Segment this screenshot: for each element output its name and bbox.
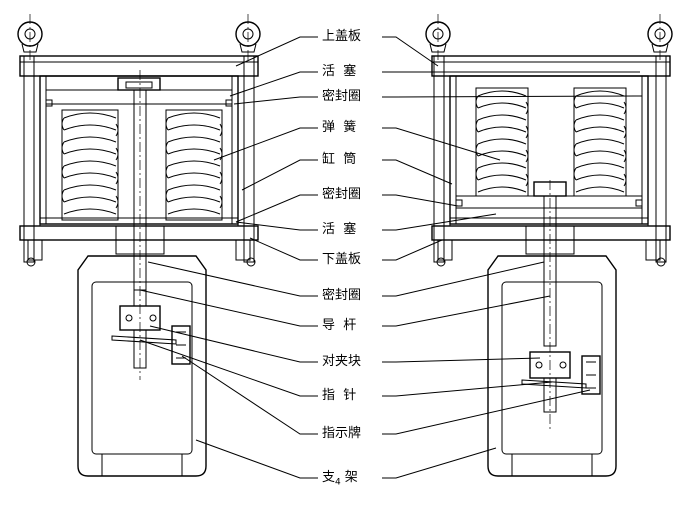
right-indicator-plate: [581, 355, 601, 395]
left-tie-rod-r: [243, 55, 255, 263]
left-piston: [45, 89, 233, 105]
label-seal-ring-1: 密封圈: [322, 89, 362, 104]
right-spring-2: [573, 87, 627, 197]
left-bracket: [77, 255, 207, 477]
label-bracket-head: 支: [322, 470, 336, 485]
right-lifting-eye-2: [647, 14, 673, 62]
label-upper-cover: 上盖板: [322, 29, 362, 44]
label-bracket-sub: 4: [335, 477, 341, 488]
left-lower-cover: [19, 225, 259, 241]
left-tie-rod-l: [23, 55, 35, 263]
label-seal-ring-2: 密封圈: [322, 187, 362, 202]
left-pointer: [111, 335, 177, 345]
label-spring: 弹 簧: [322, 120, 357, 135]
left-spring-1: [61, 109, 119, 221]
left-lifting-eye-2: [235, 14, 261, 62]
label-cylinder: 缸 筒: [322, 152, 357, 167]
label-piston-lower: 活 塞: [322, 222, 357, 237]
right-actuator: [425, 14, 673, 477]
right-lower-cover: [431, 225, 671, 241]
left-actuator: [17, 14, 261, 477]
right-piston: [455, 195, 643, 209]
label-seal-ring-3: 密封圈: [322, 288, 362, 303]
label-guide-rod: 导 杆: [322, 318, 357, 333]
right-upper-cover: [431, 55, 671, 77]
left-upper-cover: [19, 55, 259, 77]
leader-lines: [139, 36, 643, 479]
label-lower-cover: 下盖板: [322, 252, 362, 267]
label-piston-upper: 活 塞: [322, 64, 357, 79]
label-indicator-plate: 指示牌: [322, 426, 362, 441]
left-cylinder: [39, 75, 239, 225]
label-pointer: 指 针: [322, 388, 357, 403]
label-bracket-tail: 架: [344, 470, 358, 485]
left-lifting-eye-1: [17, 14, 43, 62]
label-clamp-block: 对夹块: [322, 354, 362, 369]
left-spring-2: [165, 109, 223, 221]
right-lifting-eye-1: [425, 14, 451, 62]
right-lower-piston: [449, 217, 649, 227]
left-lower-piston: [39, 217, 239, 227]
left-indicator-plate: [171, 325, 191, 365]
right-bracket: [487, 255, 617, 477]
right-spring-1: [475, 87, 529, 197]
right-cylinder: [449, 75, 649, 225]
